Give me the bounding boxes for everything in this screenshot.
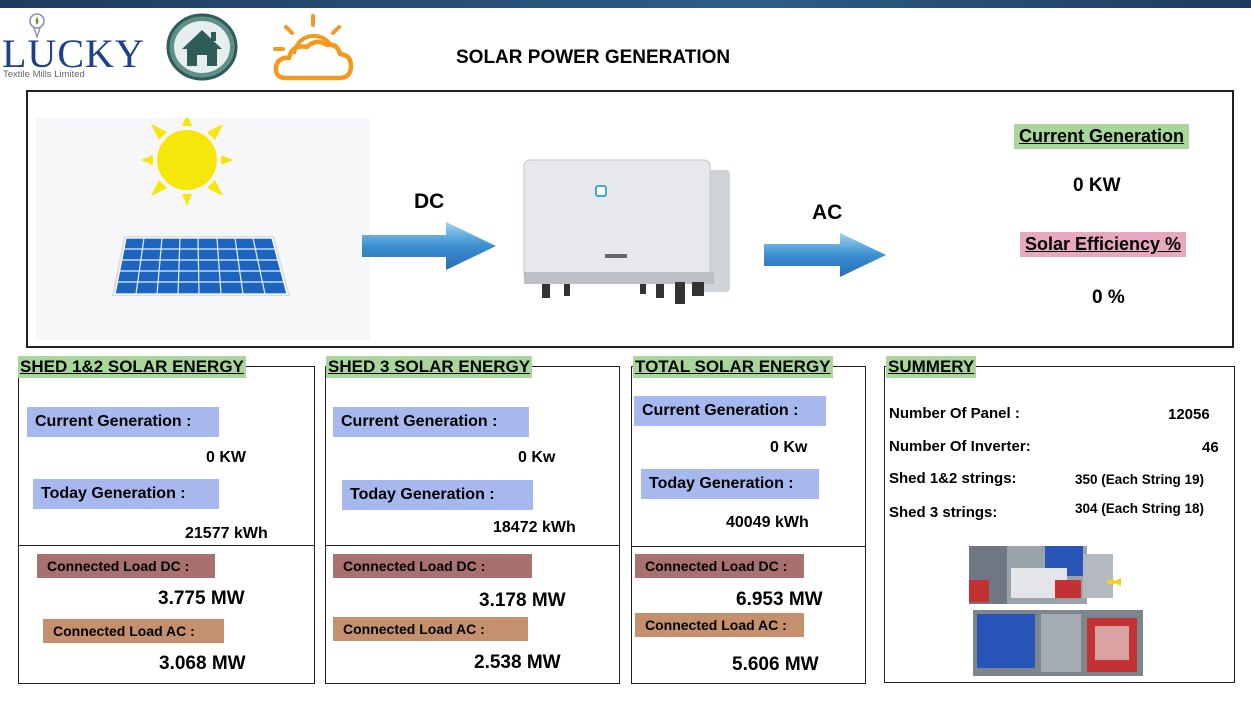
shed12-today-generation-label: Today Generation : [33,479,219,509]
summary-shed12-strings-value: 350 (Each String 19) [1075,472,1205,487]
solar-efficiency-value: 0 % [1092,287,1125,308]
total-connected-load-ac-label: Connected Load AC : [635,613,804,637]
dc-label: DC [414,190,445,213]
current-generation-label: Current Generation [1014,124,1190,149]
shed3-current-generation-value: 0 Kw [518,449,556,466]
total-connected-load-dc-value: 6.953 MW [736,589,823,610]
company-logo: LUCKY [2,31,145,76]
top-bar [0,0,1251,8]
solar-flow-panel [26,90,1234,348]
summary-title: SUMMERY [886,356,977,378]
total-today-generation-label: Today Generation : [641,469,819,499]
shed12-connected-load-ac-label: Connected Load AC : [43,619,224,643]
solar-panel-illustration [36,118,370,340]
solar-efficiency-label: Solar Efficiency % [1020,232,1187,257]
shed3-connected-load-dc-label: Connected Load DC : [333,554,532,578]
shed3-title: SHED 3 SOLAR ENERGY [326,356,533,378]
total-connected-load-dc-label: Connected Load DC : [635,554,804,578]
shed12-current-generation-value: 0 KW [206,449,246,466]
shed12-connected-load-dc-value: 3.775 MW [158,588,245,609]
shed3-today-generation-value: 18472 kWh [493,519,576,536]
summary-shed3-strings-label: Shed 3 strings: [889,504,998,521]
summary-inverter-count-value: 46 [1202,439,1219,456]
current-generation-value: 0 KW [1073,175,1121,196]
summary-shed3-strings-value: 304 (Each String 18) [1075,501,1205,516]
shed12-current-generation-label: Current Generation : [27,407,219,437]
divider [325,545,620,546]
shed3-connected-load-dc-value: 3.178 MW [479,590,566,611]
shed3-connected-load-ac-value: 2.538 MW [474,652,561,673]
divider [631,546,866,547]
total-title: TOTAL SOLAR ENERGY [633,356,833,378]
partly-sunny-icon[interactable] [272,14,354,82]
roof-layout-map [969,546,1143,676]
summary-panel-count-label: Number Of Panel : [889,405,1020,422]
summary-inverter-count-label: Number Of Inverter: [889,438,1031,455]
shed3-connected-load-ac-label: Connected Load AC : [333,617,528,641]
home-icon[interactable] [165,12,239,82]
divider [18,545,315,546]
summary-shed12-strings-label: Shed 1&2 strings: [889,470,1017,487]
shed12-title: SHED 1&2 SOLAR ENERGY [18,356,246,378]
shed3-current-generation-label: Current Generation : [333,407,529,437]
summary-panel [884,366,1235,683]
total-today-generation-value: 40049 kWh [726,514,809,531]
inverter-illustration [523,159,730,304]
total-current-generation-label: Current Generation : [634,396,826,426]
summary-panel-count-value: 12056 [1168,406,1210,423]
shed12-connected-load-ac-value: 3.068 MW [159,653,246,674]
shed12-connected-load-dc-label: Connected Load DC : [37,554,215,578]
dc-arrow-icon [362,222,496,270]
ac-label: AC [812,201,843,224]
logo-bulb-icon [29,13,45,38]
shed3-today-generation-label: Today Generation : [342,480,533,510]
total-connected-load-ac-value: 5.606 MW [732,654,819,675]
company-logo-subtitle: Textile Mills Limited [3,69,85,80]
total-current-generation-value: 0 Kw [770,439,808,456]
page-title: SOLAR POWER GENERATION [456,47,731,68]
shed12-today-generation-value: 21577 kWh [185,525,268,542]
ac-arrow-icon [764,233,886,277]
